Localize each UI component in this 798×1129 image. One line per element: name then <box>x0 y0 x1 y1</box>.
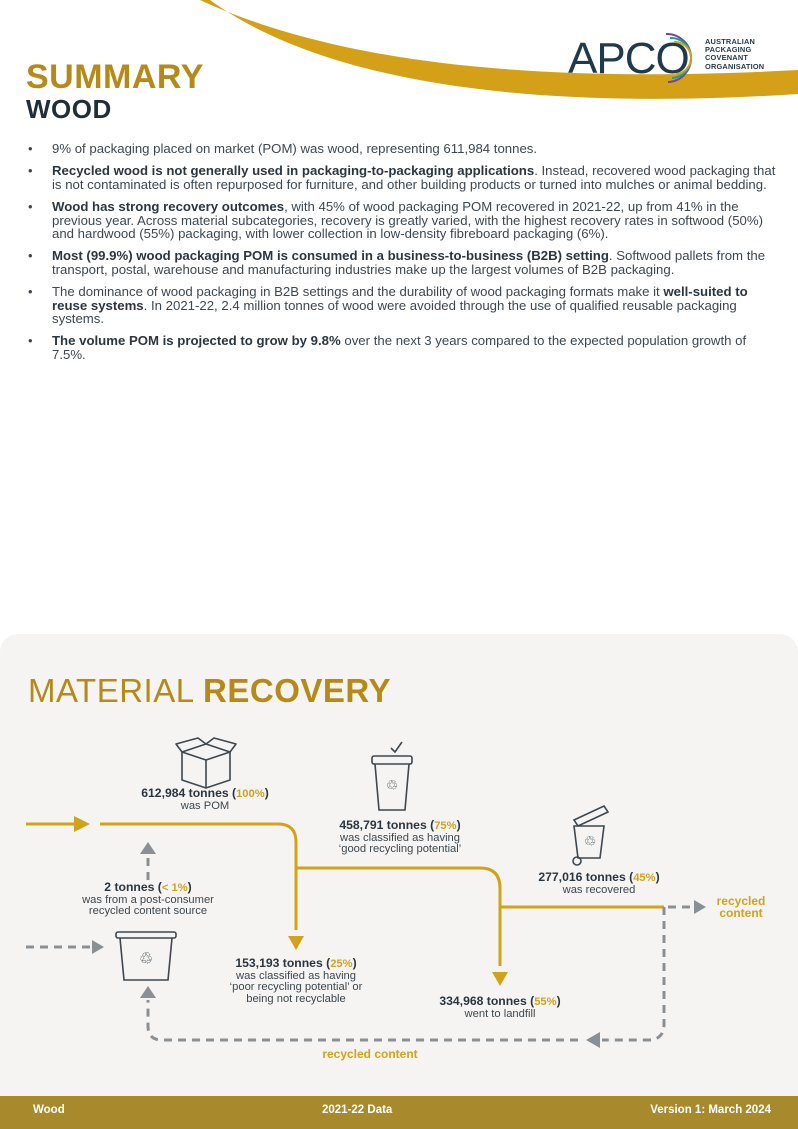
incoming-arrow <box>26 816 90 832</box>
landfill-tonnes: 334,968 tonnes ( <box>439 994 535 1008</box>
bullet-bold: Recycled wood is not generally used in p… <box>52 163 535 179</box>
recovered-pct: 45% <box>633 872 656 884</box>
grey-arrow-right <box>694 900 706 914</box>
good-tonnes: 458,791 tonnes ( <box>339 818 435 832</box>
pom-label: 612,984 tonnes (100%) was POM <box>110 786 300 812</box>
poor-desc: ‘poor recycling potential’ or <box>229 981 363 993</box>
good-pct: 75% <box>434 820 457 832</box>
poor-desc: being not recyclable <box>246 992 346 1005</box>
pom-pct: 100% <box>236 788 265 800</box>
recycled-content-loop <box>26 856 692 1042</box>
good-desc: ‘good recycling potential’ <box>338 843 462 855</box>
post-consumer-label: 2 tonnes (< 1%) was from a post-consumer… <box>50 880 246 918</box>
bullet-item: Recycled wood is not generally used in p… <box>26 164 776 191</box>
poor-desc: was classified as having <box>235 969 356 982</box>
pom-desc: was POM <box>180 799 230 812</box>
footer-left: Wood <box>33 1104 65 1116</box>
recycled-content-word: recycled <box>716 894 766 908</box>
post-consumer-desc: recycled content source <box>88 905 208 917</box>
landfill-close: ) <box>556 994 561 1008</box>
landfill-pct: 55% <box>534 996 557 1008</box>
poor-pct: 25% <box>330 958 353 970</box>
good-potential-label: 458,791 tonnes (75%) was classified as h… <box>310 818 490 856</box>
wheelie-bin-icon: ♲ <box>572 804 610 866</box>
bullet-bold: well-suited to reuse systems <box>52 284 748 313</box>
grey-arrow-up-source <box>140 842 156 854</box>
recycled-content-bottom-label: recycled content <box>322 1047 418 1061</box>
footer-center: 2021-22 Data <box>322 1104 393 1116</box>
bullet-text: , with 45% of wood packaging POM recover… <box>52 199 763 242</box>
bullet-text: . Instead, recovered wood packaging that… <box>52 163 776 192</box>
svg-text:♲: ♲ <box>584 833 597 849</box>
recovery-title: MATERIAL RECOVERY <box>28 672 391 710</box>
post-consumer-pct: < 1% <box>161 882 188 894</box>
poor-tonnes: 153,193 tonnes ( <box>235 956 331 970</box>
grey-arrow-up-bin <box>140 986 156 998</box>
bullet-item: 9% of packaging placed on market (POM) w… <box>26 141 776 156</box>
page-footer: Wood 2021-22 Data Version 1: March 2024 <box>0 1096 798 1129</box>
flow-main-line <box>100 822 298 930</box>
recycled-content-right-label: recycled content <box>706 895 776 919</box>
bullet-bold: The volume POM is projected to grow by 9… <box>52 333 341 349</box>
page-subtitle: WOOD <box>26 94 112 124</box>
bullet-text: . In 2021-22, 2.4 million tonnes of wood… <box>52 297 737 327</box>
apco-logo: APCO AUSTRALIAN PACKAGING COVENANT ORGAN… <box>568 26 783 88</box>
bullet-text: . Softwood pallets from the transport, p… <box>52 248 766 277</box>
bullet-bold: Wood has strong recovery outcomes <box>52 199 285 215</box>
logo-subtitle: AUSTRALIAN PACKAGING COVENANT ORGANISATI… <box>705 37 765 71</box>
header-swoosh <box>200 0 798 99</box>
recovered-close: ) <box>655 870 660 884</box>
bullet-text: The dominance of wood packaging in B2B s… <box>52 284 664 300</box>
summary-bullet-list: 9% of packaging placed on market (POM) w… <box>26 142 776 370</box>
logo-sub-line: ORGANISATION <box>705 61 765 71</box>
recovered-label: 277,016 tonnes (45%) was recovered <box>516 870 682 896</box>
flow-good-line <box>296 866 502 966</box>
footer-right: Version 1: March 2024 <box>650 1104 771 1116</box>
recovery-title-bold: RECOVERY <box>203 672 392 709</box>
box-icon <box>175 737 237 789</box>
recycle-bin-icon: ♲ <box>115 931 177 981</box>
recovery-flow-diagram: ♲ ♲ ♲ <box>26 737 706 1048</box>
logo-sub-line: AUSTRALIAN <box>705 37 756 46</box>
pom-tonnes: 612,984 tonnes ( <box>141 786 237 800</box>
post-consumer-tonnes: 2 tonnes ( <box>104 880 162 894</box>
good-close: ) <box>456 818 461 832</box>
grey-arrow-in-bin <box>92 940 104 954</box>
bullet-bold: Most (99.9%) wood packaging POM is consu… <box>52 248 609 264</box>
good-desc: was classified as having <box>339 831 460 844</box>
pom-close: ) <box>264 786 269 800</box>
recovered-tonnes: 277,016 tonnes ( <box>538 870 634 884</box>
recovered-desc: was recovered <box>562 883 636 896</box>
bullet-item: Most (99.9%) wood packaging POM is consu… <box>26 249 776 276</box>
bullet-item: The dominance of wood packaging in B2B s… <box>26 285 776 325</box>
recycle-bin-icon: ♲ <box>371 741 413 811</box>
flow-arrow-poor <box>288 936 304 950</box>
post-consumer-close: ) <box>187 880 192 894</box>
logo-word: APCO <box>568 34 690 83</box>
recovery-title-light: MATERIAL <box>28 672 204 709</box>
landfill-label: 334,968 tonnes (55%) went to landfill <box>412 994 588 1020</box>
bullet-item: The volume POM is projected to grow by 9… <box>26 334 776 361</box>
grey-arrow-left <box>586 1032 600 1048</box>
flow-arrow-landfill <box>492 972 508 986</box>
svg-text:♲: ♲ <box>386 777 399 793</box>
svg-text:♲: ♲ <box>139 951 153 968</box>
logo-ring-icon <box>665 32 693 83</box>
post-consumer-desc: was from a post-consumer <box>82 893 214 906</box>
bullet-text: 9% of packaging placed on market (POM) w… <box>52 141 538 156</box>
bullet-item: Wood has strong recovery outcomes, with … <box>26 200 776 240</box>
page-title: SUMMARY <box>26 58 204 96</box>
logo-sub-line: PACKAGING <box>705 45 752 55</box>
bullet-text: over the next 3 years compared to the ex… <box>52 333 747 362</box>
logo-sub-line: COVENANT <box>705 53 749 63</box>
landfill-desc: went to landfill <box>464 1007 536 1020</box>
poor-close: ) <box>352 956 357 970</box>
recycled-content-word: content <box>719 906 763 920</box>
poor-potential-label: 153,193 tonnes (25%) was classified as h… <box>206 956 386 1005</box>
